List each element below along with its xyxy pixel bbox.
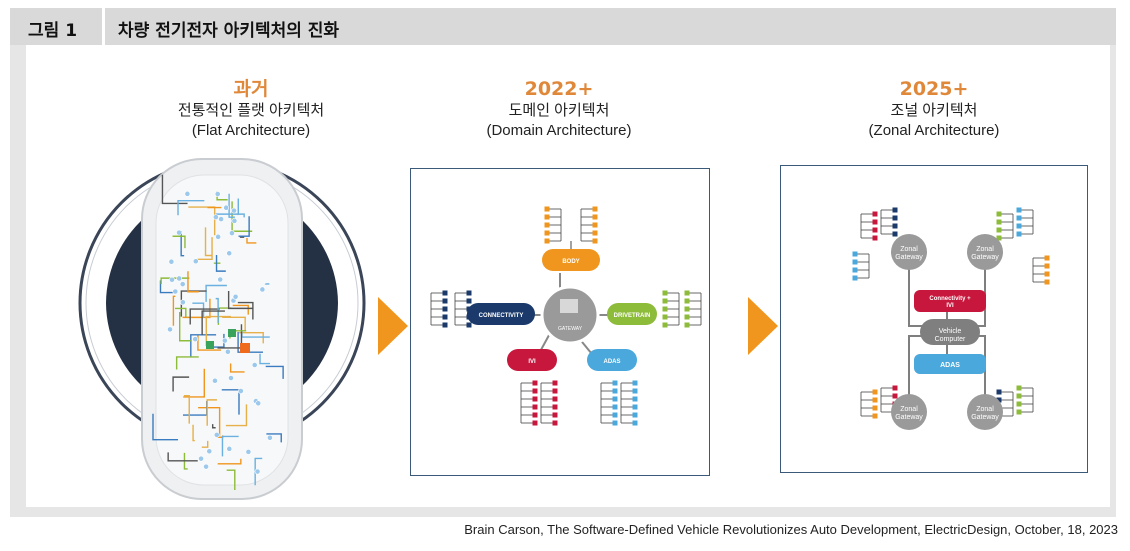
gateway-label: GATEWAY <box>558 326 583 332</box>
domain-name-ko: 도메인 아키텍처 <box>508 102 610 119</box>
zonal-era: 2025+ <box>899 78 969 100</box>
adas-domain-label: ADAS <box>603 359 620 365</box>
header-divider <box>102 8 105 45</box>
figure-panel: 과거 전통적인 플랫 아키텍처 (Flat Architecture) 2022… <box>10 45 1116 517</box>
arrow-right-icon <box>378 297 408 355</box>
domain-architecture-diagram: GATEWAY BODY CONNECTIVITY DRIVETRAIN IVI… <box>410 168 710 476</box>
figure-header: 그림 1 차량 전기전자 아키텍처의 진화 <box>10 8 1116 45</box>
ivi-domain-label: IVI <box>528 359 536 365</box>
adas-label: ADAS <box>940 362 960 369</box>
domain-era: 2022+ <box>524 78 594 100</box>
figure-body: 과거 전통적인 플랫 아키텍처 (Flat Architecture) 2022… <box>26 45 1110 507</box>
flat-name-ko: 전통적인 플랫 아키텍처 <box>177 102 325 119</box>
connectivity-ivi-label: Connectivity +IVI <box>929 296 971 309</box>
domain-heading: 2022+ 도메인 아키텍처 (Domain Architecture) <box>409 77 709 141</box>
flat-heading: 과거 전통적인 플랫 아키텍처 (Flat Architecture) <box>101 77 401 141</box>
connectivity-domain-label: CONNECTIVITY <box>479 313 524 319</box>
arrow-right-icon <box>748 297 778 355</box>
body-domain-label: BODY <box>562 259 579 265</box>
domain-name-en: (Domain Architecture) <box>486 122 632 139</box>
flat-name-en: (Flat Architecture) <box>191 122 311 139</box>
zonal-heading: 2025+ 조널 아키텍처 (Zonal Architecture) <box>784 77 1084 141</box>
drivetrain-domain-label: DRIVETRAIN <box>614 313 651 319</box>
figure-title: 차량 전기전자 아키텍처의 진화 <box>118 21 340 41</box>
zonal-name-ko: 조널 아키텍처 <box>890 102 978 119</box>
zonal-name-en: (Zonal Architecture) <box>868 122 1000 139</box>
figure-label: 그림 1 <box>28 21 78 41</box>
flat-era: 과거 <box>233 78 269 100</box>
flat-architecture-car-illustration <box>78 158 366 500</box>
source-caption: Brain Carson, The Software-Defined Vehic… <box>464 522 1118 537</box>
